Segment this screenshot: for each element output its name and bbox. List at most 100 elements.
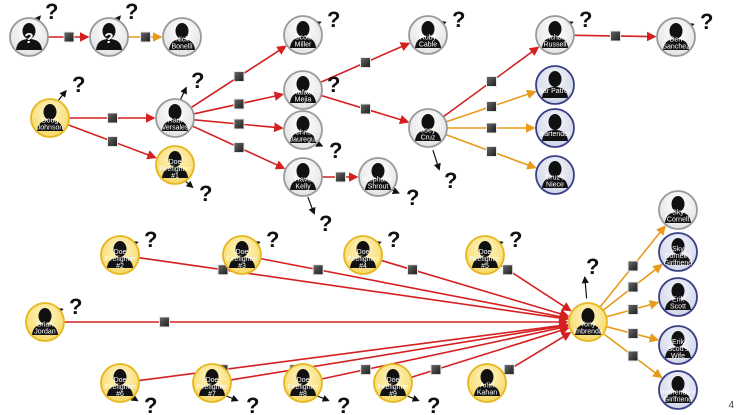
link-joey-bartender xyxy=(447,122,536,134)
person-silhouette-icon xyxy=(380,369,406,396)
question-mark: ? xyxy=(319,211,332,236)
link-connector-square xyxy=(486,101,497,112)
link-connector-square xyxy=(107,136,118,147)
link-raul-travis xyxy=(191,125,286,170)
link-tony-erikwife xyxy=(606,325,660,343)
question-mark: ? xyxy=(69,294,82,319)
person-silhouette-icon xyxy=(415,114,441,141)
link-connector-square xyxy=(610,30,621,42)
person-silhouette-icon xyxy=(665,238,691,265)
link-tony-erik xyxy=(606,300,660,318)
person-silhouette-icon xyxy=(665,196,691,223)
node-patron[interactable]: Bar Patron xyxy=(535,65,575,105)
question-mark: ? xyxy=(199,181,212,206)
person-silhouette-icon xyxy=(169,23,195,50)
question-mark: ? xyxy=(144,393,157,415)
person-silhouette-icon xyxy=(162,151,188,178)
link-connector-square xyxy=(407,264,418,276)
link-line xyxy=(260,257,569,322)
question-mark: ? xyxy=(125,0,138,24)
node-u2[interactable]: ? xyxy=(89,17,129,57)
link-raul-scott xyxy=(190,45,287,109)
unknown-person-mark: ? xyxy=(24,30,33,47)
question-mark: ? xyxy=(72,72,85,97)
link-connector-square xyxy=(63,31,75,43)
link-connector-square xyxy=(312,264,324,276)
person-silhouette-icon xyxy=(472,241,498,268)
link-connector-square xyxy=(217,264,229,276)
link-doug-dff1 xyxy=(67,123,157,160)
link-doug-raul xyxy=(69,112,156,124)
link-line xyxy=(138,256,569,323)
link-connector-square xyxy=(360,364,372,376)
person-silhouette-icon xyxy=(665,376,691,403)
link-dff4-tony xyxy=(380,259,570,319)
unknown-link-dff7: ? xyxy=(222,393,259,415)
link-connector-square xyxy=(486,122,497,134)
node-u1[interactable]: ? xyxy=(9,17,49,57)
link-connector-square xyxy=(627,260,639,272)
question-mark: ? xyxy=(586,254,599,279)
link-tony-sky xyxy=(599,225,666,308)
link-arlin-tony xyxy=(502,332,572,376)
link-connector-square xyxy=(360,57,371,68)
person-silhouette-icon xyxy=(542,114,568,141)
link-connector-square xyxy=(627,350,639,362)
person-silhouette-icon xyxy=(290,163,316,190)
node-bartender[interactable]: Bartender xyxy=(535,108,575,148)
link-rafael-joey xyxy=(320,94,410,125)
question-mark: ? xyxy=(509,227,522,252)
question-mark: ? xyxy=(45,0,58,24)
unknown-arrow xyxy=(179,86,187,101)
link-connector-square xyxy=(502,264,514,276)
unknown-link-dff1: ? xyxy=(182,178,212,206)
person-silhouette-icon xyxy=(663,23,689,50)
link-raul-rafael xyxy=(193,91,285,115)
person-silhouette-icon xyxy=(290,21,316,48)
link-connector-square xyxy=(335,171,346,183)
link-travis-stephanie xyxy=(322,171,359,183)
question-mark: ? xyxy=(246,393,259,415)
